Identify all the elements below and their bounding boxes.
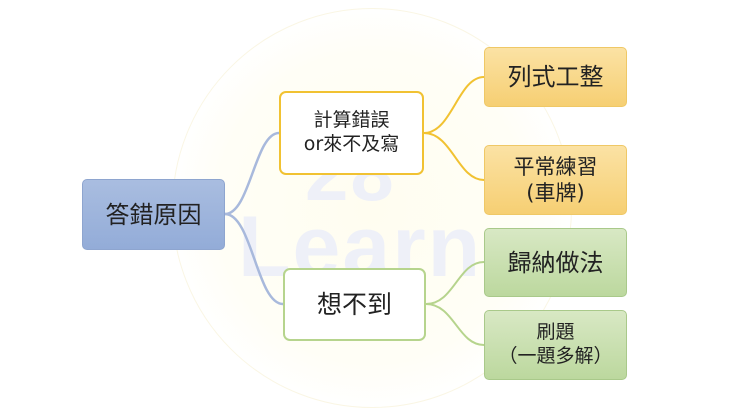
connector-root-to-branch-2 [224, 212, 284, 306]
leaf-node-daily-practice: 平常練習 (車牌) [484, 145, 627, 215]
connector-branch-1-to-leaf-2 [423, 132, 485, 181]
leaf-node-practice-problems: 刷題 （一題多解） [484, 310, 627, 380]
branch-node-calculation-error: 計算錯誤 or來不及寫 [279, 91, 424, 175]
connector-branch-2-to-leaf-3 [425, 261, 485, 305]
connector-branch-1-to-leaf-1 [423, 76, 485, 134]
branch-node-cannot-think: 想不到 [283, 268, 426, 341]
connector-root-to-branch-1 [224, 131, 280, 216]
leaf-node-summarize-methods: 歸納做法 [484, 228, 627, 297]
connector-branch-2-to-leaf-4 [425, 303, 485, 346]
leaf-node-neat-formula: 列式工整 [484, 47, 627, 107]
root-node: 答錯原因 [82, 179, 225, 250]
